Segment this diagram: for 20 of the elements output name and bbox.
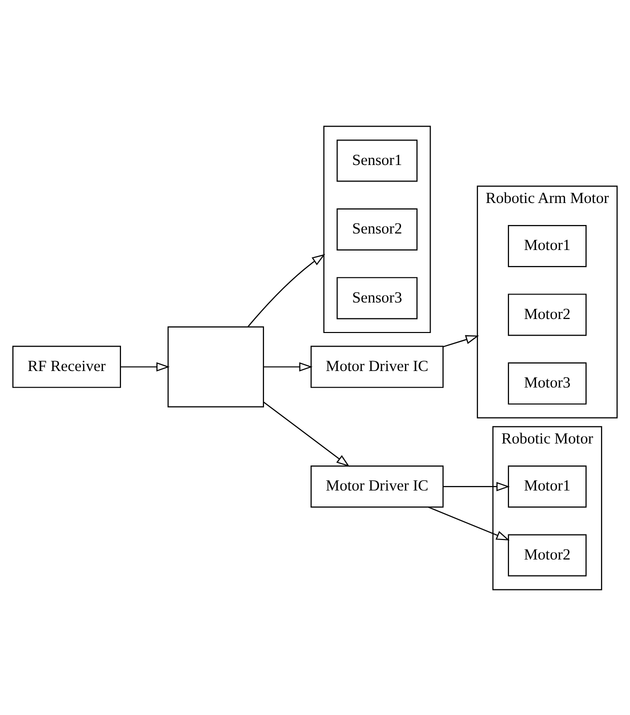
node-box: Sensor1 [336, 139, 418, 182]
node-box: RF Receiver [12, 345, 121, 388]
node-box: Motor3 [508, 362, 587, 404]
arrow [443, 481, 510, 491]
node-box: Sensor2 [336, 208, 418, 250]
node-box: Motor Driver IC [310, 345, 444, 388]
arrow [428, 506, 510, 540]
arrow [263, 401, 350, 466]
arrow [248, 253, 326, 326]
node-box: Motor2 [508, 534, 587, 576]
node-box: Sensor3 [336, 276, 418, 319]
arrow [120, 362, 170, 372]
node-box [168, 326, 264, 407]
node-box: Motor2 [508, 293, 587, 336]
arrow [442, 334, 480, 347]
node-box: Motor1 [508, 465, 587, 508]
node-box: Motor Driver IC [310, 465, 444, 508]
cluster [323, 125, 431, 333]
node-box: Motor1 [508, 224, 587, 267]
arrow [264, 362, 313, 372]
